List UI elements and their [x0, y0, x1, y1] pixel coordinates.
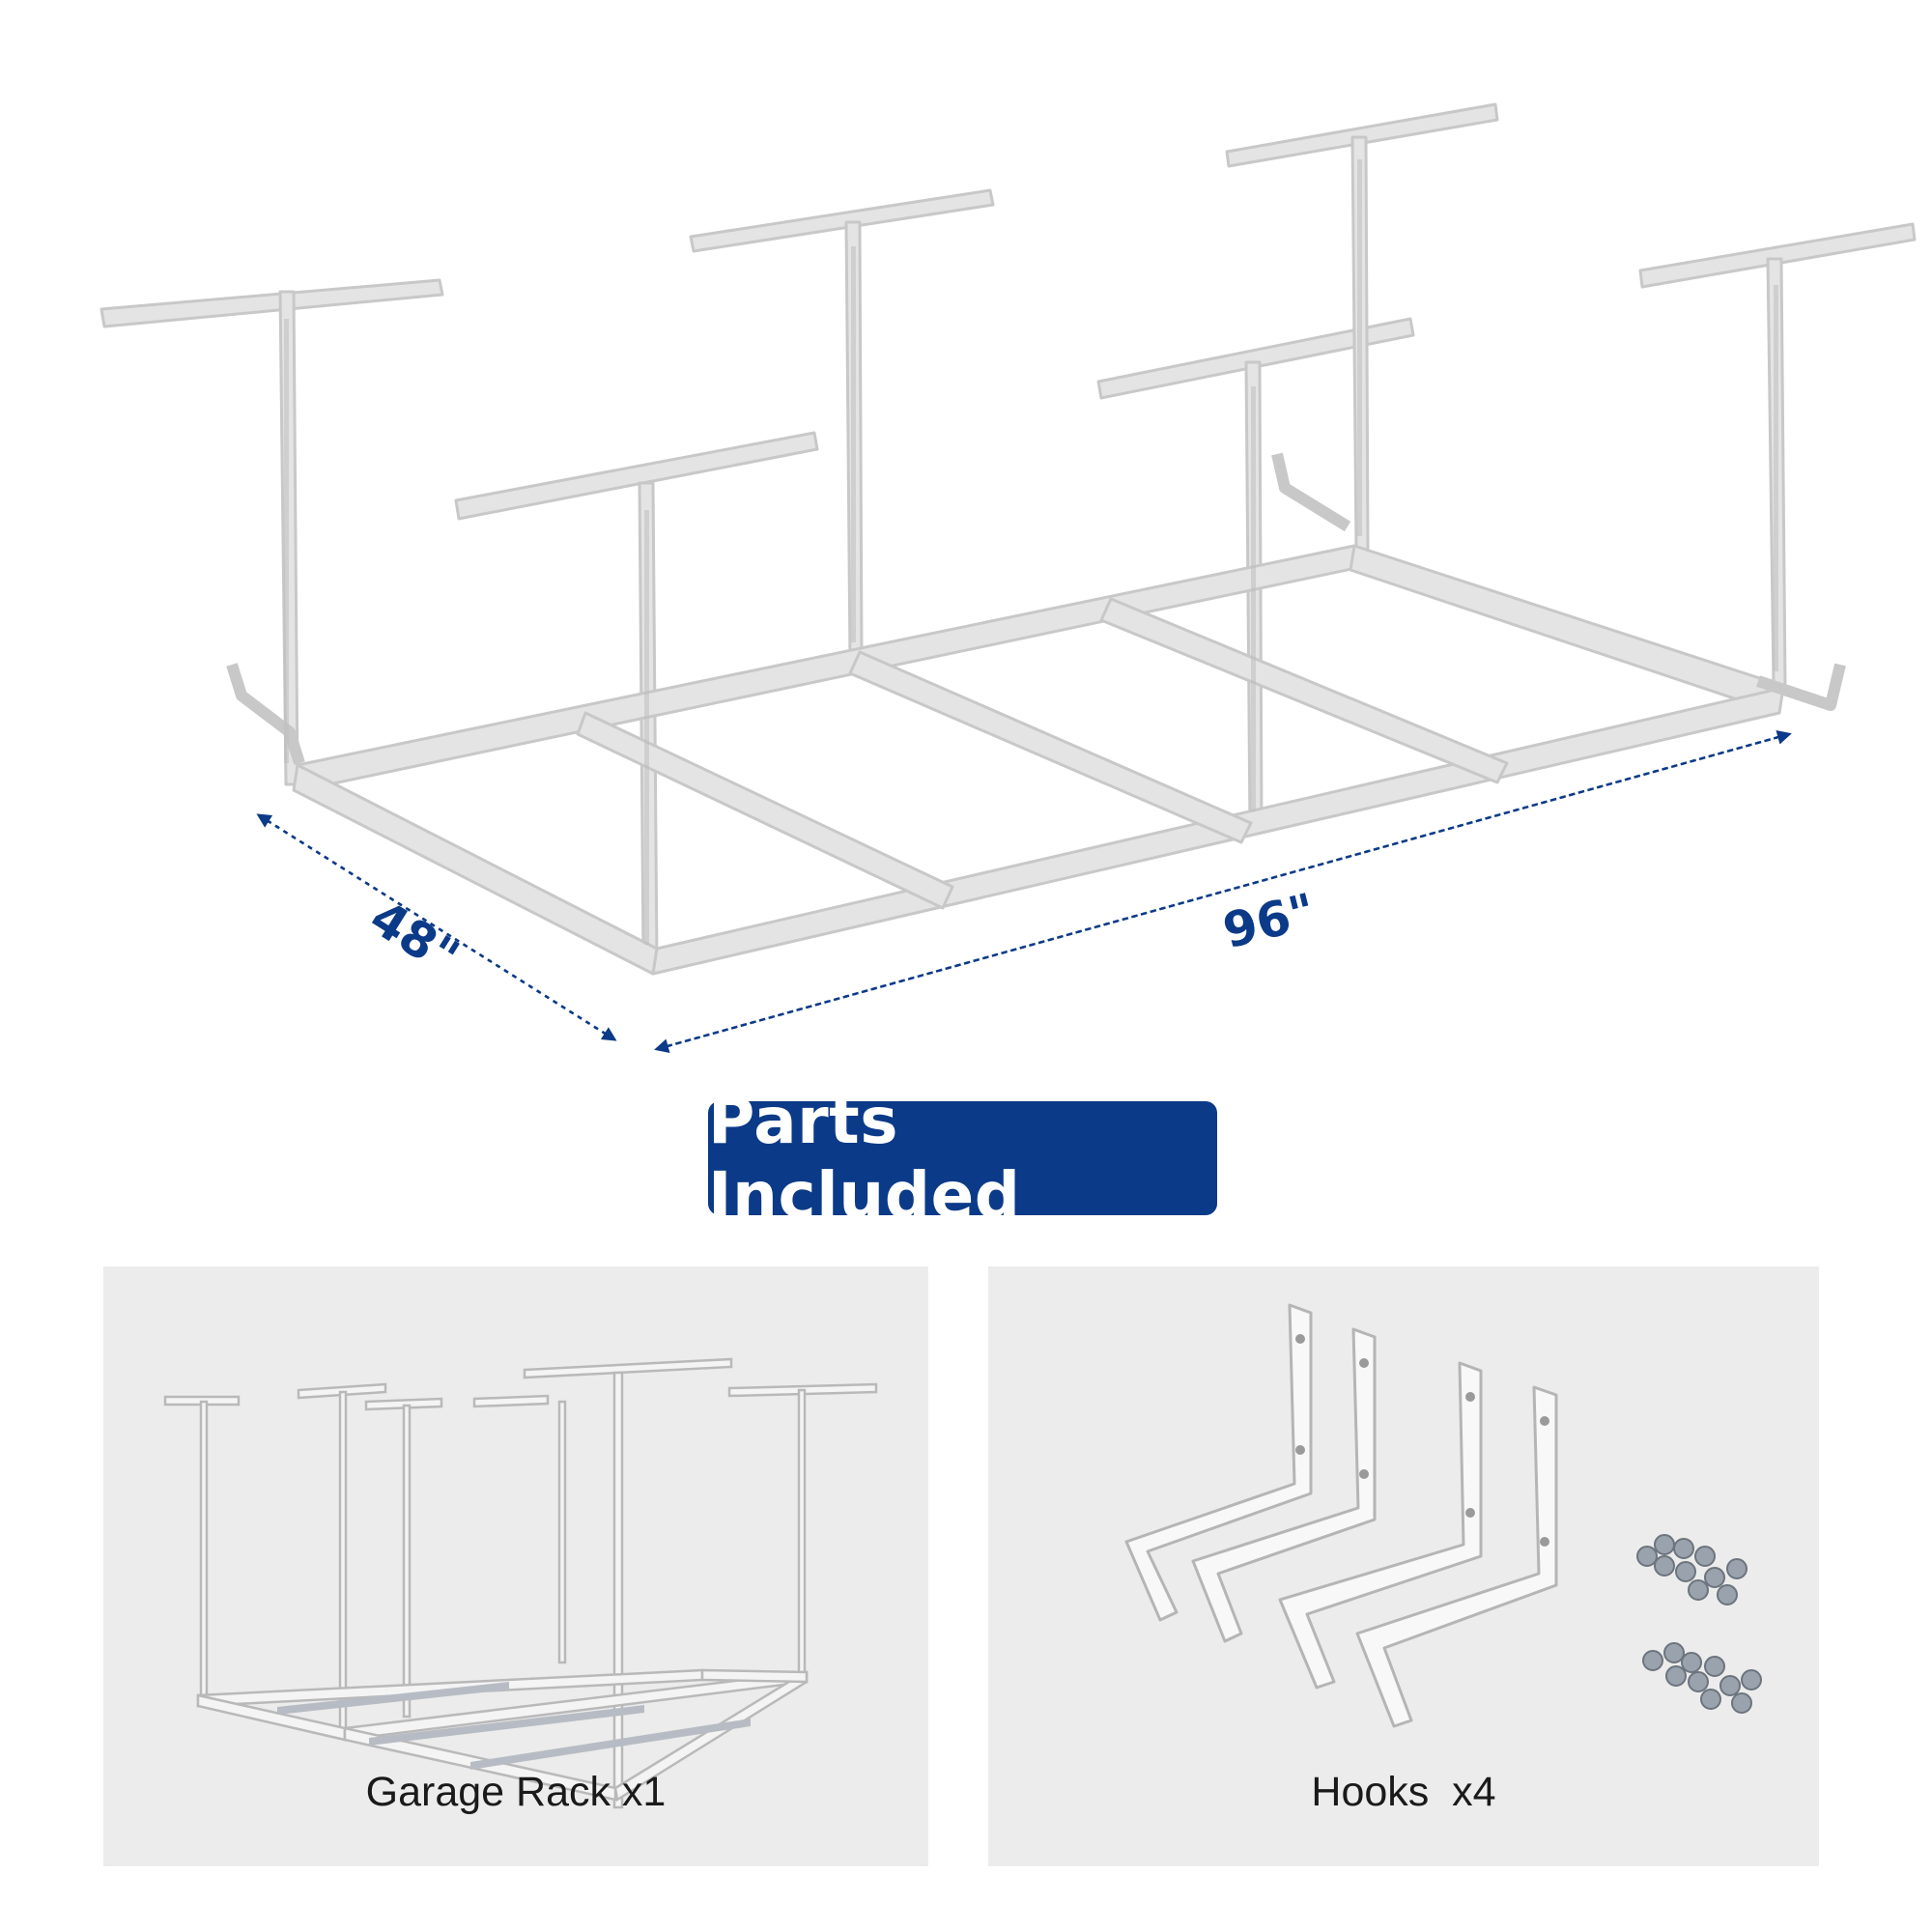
depth-label: 48"	[360, 890, 469, 986]
part-card-garage-rack: Garage Rack x1	[103, 1266, 928, 1866]
dimension-lines	[256, 729, 1792, 1054]
hooks-icon	[1124, 1303, 1762, 1728]
length-label: 96"	[1217, 883, 1321, 959]
part-label-garage-rack: Garage Rack x1	[365, 1769, 667, 1815]
part-label-hooks: Hooks x4	[1311, 1769, 1496, 1815]
part-card-hooks: Hooks x4	[988, 1266, 1819, 1866]
post-holes	[284, 159, 1778, 945]
garage-rack-icon	[163, 1357, 878, 1809]
parts-included-banner: Parts Included	[708, 1084, 1217, 1233]
parts-included-title: Parts Included	[708, 1084, 1021, 1233]
rack-dimension-illustration: 48" 96"	[99, 102, 1917, 1054]
rack-illustration	[99, 102, 1917, 976]
bolt-set-icon	[1636, 1534, 1762, 1714]
